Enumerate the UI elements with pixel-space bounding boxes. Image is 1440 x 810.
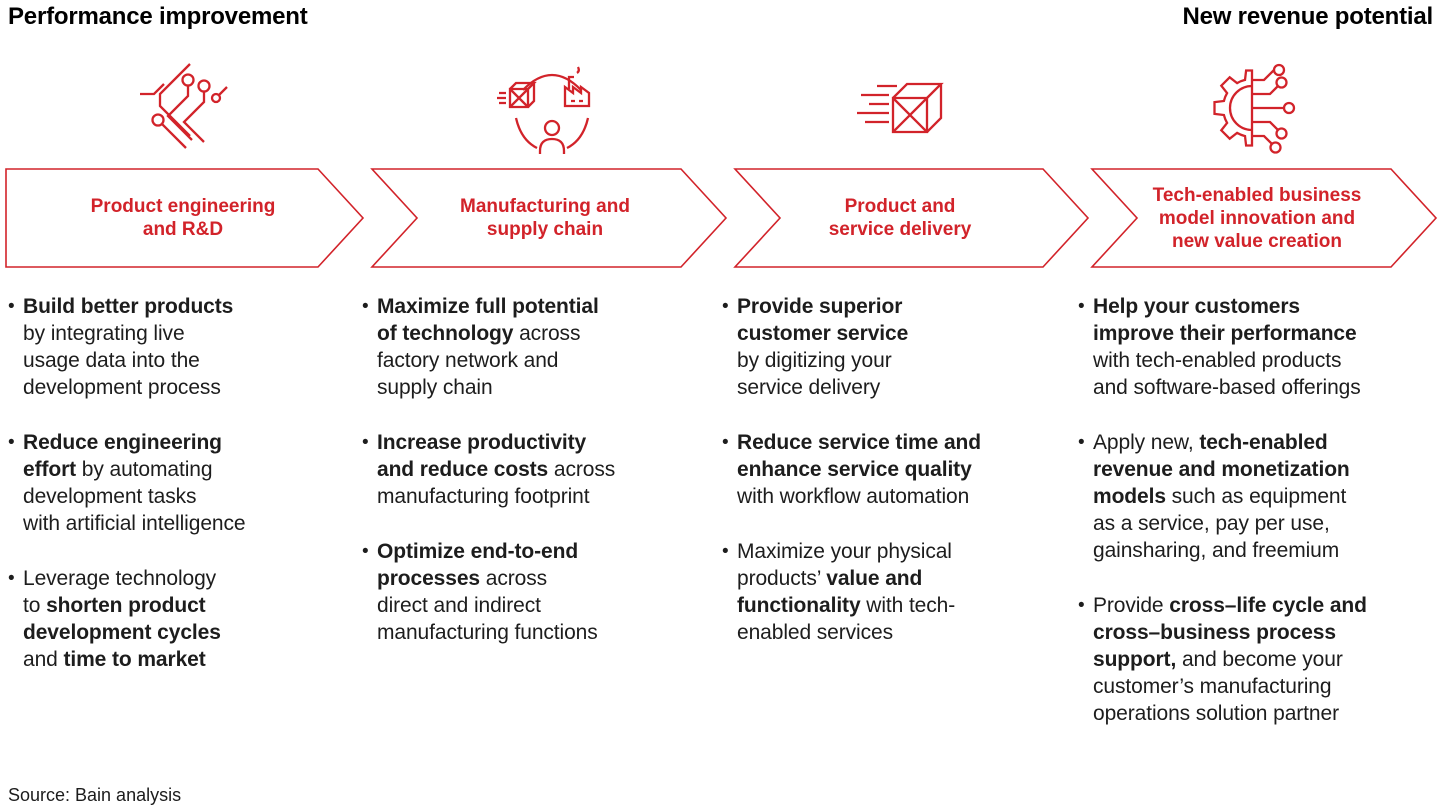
column-business-model: • Help your customers improve their perf… [1078, 293, 1440, 755]
bullet-text: Leverage technology to shorten product d… [23, 567, 221, 671]
bullet-item: • Help your customers improve their perf… [1078, 293, 1440, 401]
bullet-text: Provide superior customer service by dig… [737, 295, 909, 399]
bullet-item: • Reduce service time and enhance servic… [722, 429, 1062, 510]
bullet-item: • Optimize end-to-end processes across d… [362, 538, 702, 646]
bullet-text: Provide cross–life cycle and cross–busin… [1093, 594, 1367, 725]
bullet-dot: • [8, 296, 15, 317]
bullet-dot: • [722, 432, 729, 453]
bullet-item: • Build better products by integrating l… [8, 293, 358, 401]
bullet-text: Build better products by integrating liv… [23, 295, 234, 399]
stage-label-manufacturing: Manufacturing and supply chain [460, 196, 630, 240]
bullet-dot: • [1078, 296, 1085, 317]
fast-delivery-box-icon [845, 62, 955, 166]
bullet-text: Apply new, tech-enabled revenue and mone… [1093, 431, 1350, 562]
supply-chain-cycle-icon [497, 56, 607, 160]
bullet-text: Maximize full potential of technology ac… [377, 295, 599, 399]
bullet-item: • Leverage technology to shorten product… [8, 565, 358, 673]
stage-label-service-delivery: Product and service delivery [828, 196, 972, 240]
left-heading: Performance improvement [8, 3, 308, 30]
bullet-dot: • [722, 541, 729, 562]
arrow-shape-2 [370, 168, 728, 268]
bullet-text: Increase productivity and reduce costs a… [377, 431, 616, 508]
column-manufacturing: • Maximize full potential of technology … [362, 293, 702, 674]
bullet-item: • Provide superior customer service by d… [722, 293, 1062, 401]
bullet-dot: • [362, 541, 369, 562]
bullet-text: Reduce engineering effort by automating … [23, 431, 246, 535]
arrow-shape-1 [5, 168, 365, 268]
source-note: Source: Bain analysis [8, 785, 182, 805]
circuit-board-icon [130, 56, 240, 160]
bullet-text: Optimize end-to-end processes across dir… [377, 540, 598, 644]
arrow-shape-4 [1090, 168, 1438, 268]
bullet-item: • Increase productivity and reduce costs… [362, 429, 702, 510]
bullet-text: Reduce service time and enhance service … [737, 431, 981, 508]
bullet-text: Maximize your physical products’ value a… [737, 540, 956, 644]
bullet-item: • Maximize full potential of technology … [362, 293, 702, 401]
bullet-dot: • [8, 432, 15, 453]
column-service-delivery: • Provide superior customer service by d… [722, 293, 1062, 674]
bullet-dot: • [722, 296, 729, 317]
bullet-dot: • [362, 432, 369, 453]
bullet-dot: • [1078, 595, 1085, 616]
bullet-item: • Reduce engineering effort by automatin… [8, 429, 358, 537]
right-heading: New revenue potential [1182, 3, 1433, 30]
stage-label-business-model: Tech-enabled business model innovation a… [1152, 184, 1362, 252]
column-product-engineering: • Build better products by integrating l… [8, 293, 358, 701]
arrow-shape-3 [733, 168, 1090, 268]
bullet-item: • Maximize your physical products’ value… [722, 538, 1062, 646]
process-flow: Product engineering and R&D Manufacturin… [0, 168, 1440, 268]
bullet-dot: • [362, 296, 369, 317]
bullet-item: • Provide cross–life cycle and cross–bus… [1078, 592, 1440, 727]
bullet-item: • Apply new, tech-enabled revenue and mo… [1078, 429, 1440, 564]
bullet-text: Help your customers improve their perfor… [1093, 295, 1361, 399]
bullet-dot: • [1078, 432, 1085, 453]
gear-circuit-icon [1206, 56, 1316, 160]
stage-label-product-engineering: Product engineering and R&D [90, 196, 276, 240]
bullet-dot: • [8, 568, 15, 589]
